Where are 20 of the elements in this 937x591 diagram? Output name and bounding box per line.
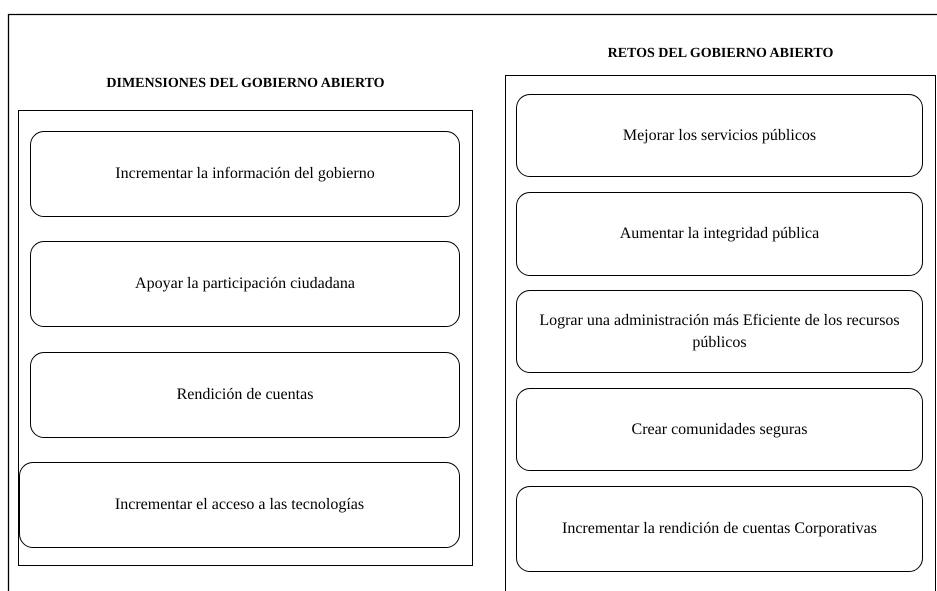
box-text: Incrementar la rendición de cuentas Corporativas bbox=[562, 519, 877, 540]
rounded-box bbox=[30, 241, 460, 327]
rounded-box bbox=[19, 462, 460, 548]
box-text: Aumentar la integridad pública bbox=[620, 224, 820, 244]
box-text: Incrementar la información del gobierno bbox=[115, 164, 375, 184]
rounded-box bbox=[516, 94, 923, 177]
panel-heading: RETOS DEL GOBIERNO ABIERTO bbox=[606, 46, 834, 62]
rounded-box bbox=[516, 192, 923, 276]
box-text: Incrementar el acceso a las tecnologías bbox=[114, 495, 364, 516]
box-text: Mejorar los servicios públicos bbox=[622, 126, 816, 146]
rounded-box bbox=[30, 352, 460, 438]
panel-heading: DIMENSIONES DEL GOBIERNO ABIERTO bbox=[105, 76, 386, 92]
rounded-box bbox=[516, 290, 923, 373]
rounded-box bbox=[516, 486, 923, 572]
box-text: Apoyar la participación ciudadana bbox=[135, 274, 355, 294]
box-text: Rendición de cuentas bbox=[176, 385, 314, 406]
box-text: Crear comunidades seguras bbox=[632, 420, 808, 440]
rounded-box bbox=[516, 388, 923, 471]
box-text: Lograr una administración más Eficiente de los recursos públicos bbox=[538, 310, 901, 352]
rounded-box bbox=[30, 131, 460, 217]
